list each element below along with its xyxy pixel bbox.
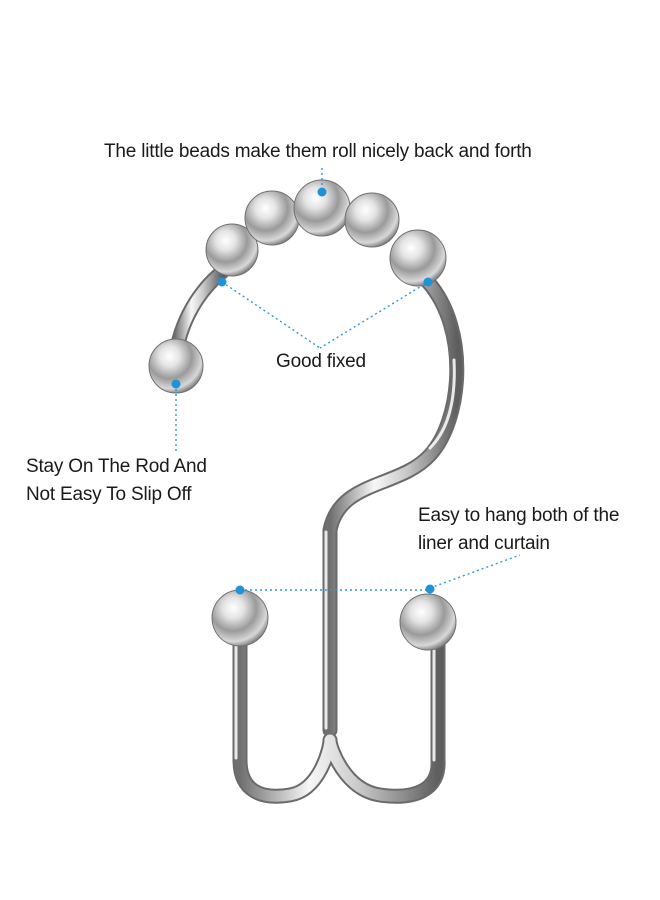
marker-fixed-right	[423, 277, 433, 287]
callout-fixed: Good fixed	[276, 348, 366, 376]
leader-fixed-right	[319, 281, 429, 349]
leader-lines	[175, 168, 521, 591]
callout-beads-text: The little beads make them roll nicely b…	[104, 141, 532, 162]
marker-rod	[171, 379, 181, 389]
marker-dots	[171, 187, 435, 595]
callout-hang-line-2: liner and curtain	[418, 533, 550, 554]
callout-hang-line-1: Easy to hang both of the	[418, 505, 620, 526]
bead-4	[344, 192, 400, 248]
end-ball-left	[211, 589, 269, 647]
bead-2	[244, 190, 300, 246]
callout-rod: Stay On The Rod And Not Easy To Slip Off	[26, 453, 207, 509]
callout-fixed-text: Good fixed	[276, 351, 366, 372]
marker-hang-right	[425, 584, 435, 594]
bead-5	[389, 229, 447, 287]
chrome-beads	[148, 179, 457, 651]
callout-beads: The little beads make them roll nicely b…	[104, 138, 532, 166]
marker-fixed-left	[217, 277, 227, 287]
callout-rod-line-2: Not Easy To Slip Off	[26, 484, 192, 505]
callout-hang: Easy to hang both of the liner and curta…	[418, 502, 619, 558]
end-ball-top	[148, 338, 204, 394]
end-ball-right	[399, 593, 457, 651]
marker-hang-left	[235, 585, 245, 595]
leader-fixed-left	[221, 281, 321, 349]
callout-rod-line-1: Stay On The Rod And	[26, 456, 207, 477]
marker-beads	[317, 187, 327, 197]
hook-body	[167, 264, 465, 804]
leader-hang-right	[429, 554, 521, 589]
bead-1	[205, 223, 259, 277]
